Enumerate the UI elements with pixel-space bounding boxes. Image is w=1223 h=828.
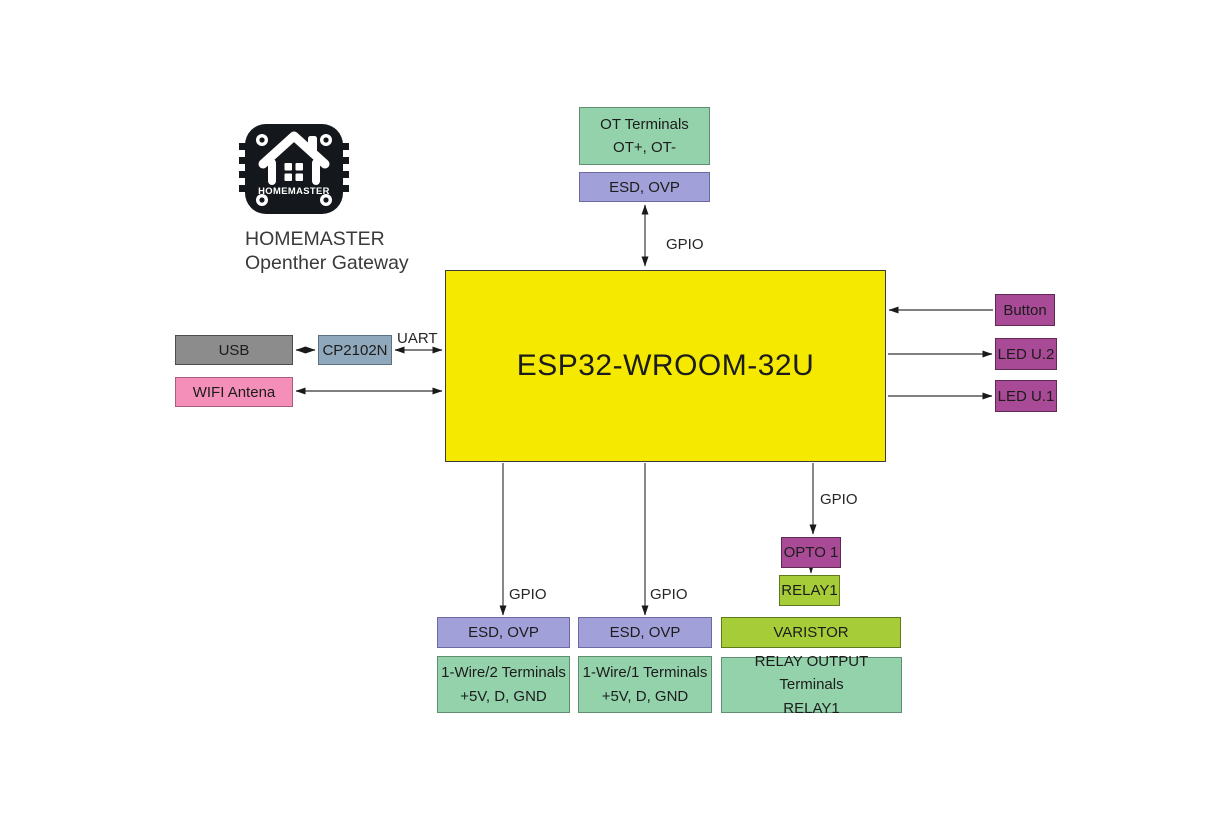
esd-ovp-onewire1-box: ESD, OVP	[578, 617, 712, 648]
esd-ovp-onewire2-label: ESD, OVP	[468, 624, 539, 641]
relay1-label: RELAY1	[781, 582, 838, 599]
product-caption: HOMEMASTER Openther Gateway	[245, 227, 409, 275]
varistor-box: VARISTOR	[721, 617, 901, 648]
product-caption-line1: HOMEMASTER	[245, 228, 385, 250]
led-u1-box: LED U.1	[995, 380, 1057, 412]
led-u1-label: LED U.1	[997, 387, 1055, 405]
relay-output-terminals-line1: RELAY OUTPUT Terminals	[754, 653, 869, 694]
gpio-label-relay: GPIO	[820, 491, 858, 508]
onewire1-terminals-line1: 1-Wire/1 Terminals	[582, 664, 708, 682]
cp2102n-box: CP2102N	[318, 335, 392, 365]
esd-ovp-top-box: ESD, OVP	[579, 172, 710, 202]
logo-chip-body	[245, 124, 343, 214]
button-box: Button	[995, 294, 1055, 326]
chip-pins-icon	[239, 143, 349, 192]
screw-dots-icon	[256, 134, 332, 206]
onewire1-terminals-box: 1-Wire/1 Terminals +5V, D, GND	[578, 656, 712, 713]
onewire1-terminals-line2: +5V, D, GND	[601, 687, 689, 705]
gpio-label-onewire2: GPIO	[509, 586, 547, 603]
onewire2-terminals-line1: 1-Wire/2 Terminals	[441, 664, 566, 682]
esd-ovp-top-label: ESD, OVP	[609, 178, 680, 196]
homemaster-logo: HOMEMASTER	[239, 124, 349, 214]
gpio-label-onewire1: GPIO	[650, 586, 688, 603]
gpio-label-ot: GPIO	[666, 236, 704, 253]
house-icon	[258, 131, 330, 185]
opto1-box: OPTO 1	[781, 537, 841, 568]
uart-label: UART	[397, 330, 438, 347]
led-u2-box: LED U.2	[995, 338, 1057, 370]
esp32-label: ESP32-WROOM-32U	[516, 349, 815, 382]
ot-terminals-line2: OT+, OT-	[613, 139, 676, 156]
esd-ovp-onewire1-label: ESD, OVP	[609, 624, 681, 641]
ot-terminals-box: OT Terminals OT+, OT-	[579, 107, 710, 165]
varistor-label: VARISTOR	[773, 624, 849, 641]
opto1-label: OPTO 1	[783, 544, 839, 561]
button-label: Button	[1003, 301, 1047, 319]
onewire2-terminals-line2: +5V, D, GND	[460, 687, 547, 705]
product-caption-line2: Openther Gateway	[245, 252, 409, 274]
relay-output-terminals-box: RELAY OUTPUT Terminals RELAY1	[721, 653, 902, 717]
ot-terminals-line1: OT Terminals	[600, 115, 689, 133]
wifi-antena-label: WIFI Antena	[192, 383, 276, 401]
usb-label: USB	[218, 341, 250, 359]
usb-box: USB	[175, 335, 293, 365]
logo-wordmark: HOMEMASTER	[258, 185, 330, 196]
esd-ovp-onewire2-box: ESD, OVP	[437, 617, 570, 648]
onewire2-terminals-box: 1-Wire/2 Terminals +5V, D, GND	[437, 656, 570, 713]
wifi-antena-box: WIFI Antena	[175, 377, 293, 407]
relay-output-terminals-line2: RELAY1	[783, 699, 840, 717]
esp32-wroom-32u-box: ESP32-WROOM-32U	[445, 270, 886, 462]
cp2102n-label: CP2102N	[322, 341, 388, 359]
led-u2-label: LED U.2	[997, 345, 1055, 363]
relay1-box: RELAY1	[779, 575, 840, 606]
